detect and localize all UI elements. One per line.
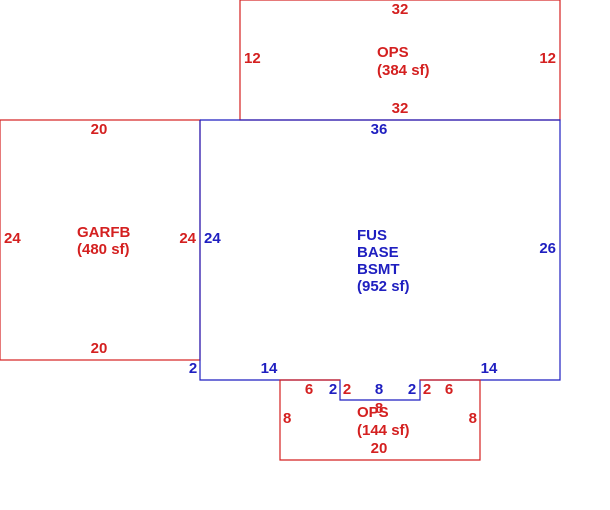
garage-area-sf: (480 sf) (77, 241, 130, 258)
main-dim-notch-right: 2 (408, 381, 416, 398)
garage-dim-top: 20 (91, 121, 108, 138)
garage-dim-bottom: 20 (91, 340, 108, 357)
ops-bottom-dim-top-right: 6 (445, 381, 453, 398)
ops-bottom-dim-bottom: 20 (371, 440, 388, 457)
main-dim-top: 36 (371, 121, 388, 138)
ops-bottom-dim-left: 8 (283, 410, 291, 427)
main-dim-bottom-right: 14 (481, 360, 498, 377)
ops-bottom-dim-top-left: 6 (305, 381, 313, 398)
ops-bottom-area-sf: (144 sf) (357, 422, 410, 439)
ops-top-dim-right: 12 (539, 50, 556, 67)
main-label-line-3: BSMT (357, 261, 400, 278)
main-dim-left: 24 (204, 230, 221, 247)
ops-bottom-outline (279, 379, 481, 461)
garage-dim-left: 24 (4, 230, 21, 247)
main-label-line-2: BASE (357, 244, 399, 261)
ops-top-area: 32 32 12 12 OPS (384 sf) (239, 0, 561, 121)
ops-top-dim-left: 12 (244, 50, 261, 67)
ops-top-code: OPS (377, 44, 409, 61)
ops-bottom-dim-notch-top: 8 (375, 400, 383, 417)
ops-bottom-dim-notch-left: 2 (343, 381, 351, 398)
garage-dim-right: 24 (179, 230, 196, 247)
main-outline (199, 119, 561, 401)
garage-area: 20 20 24 24 GARFB (480 sf) (0, 119, 201, 361)
main-dim-notch-left: 2 (329, 381, 337, 398)
ops-top-dim-bottom: 32 (392, 100, 409, 117)
ops-top-area-sf: (384 sf) (377, 62, 430, 79)
ops-bottom-dim-right: 8 (469, 410, 477, 427)
main-dim-right: 26 (539, 240, 556, 257)
main-dim-bottom-left: 14 (261, 360, 278, 377)
ops-top-dim-top: 32 (392, 1, 409, 18)
main-label-line-1: FUS (357, 227, 387, 244)
ops-bottom-dim-notch-right: 2 (423, 381, 431, 398)
main-dim-notch-bottom: 8 (375, 381, 383, 398)
main-dim-left-offset: 2 (189, 360, 197, 377)
garage-code: GARFB (77, 224, 130, 241)
ops-bottom-code: OPS (357, 404, 389, 421)
main-area-sf: (952 sf) (357, 278, 410, 295)
main-area: 36 24 26 14 14 2 2 8 2 FUS BASE BSMT (95… (189, 119, 561, 401)
ops-bottom-area: 6 2 2 6 8 8 8 20 OPS (144 sf) (279, 379, 481, 461)
